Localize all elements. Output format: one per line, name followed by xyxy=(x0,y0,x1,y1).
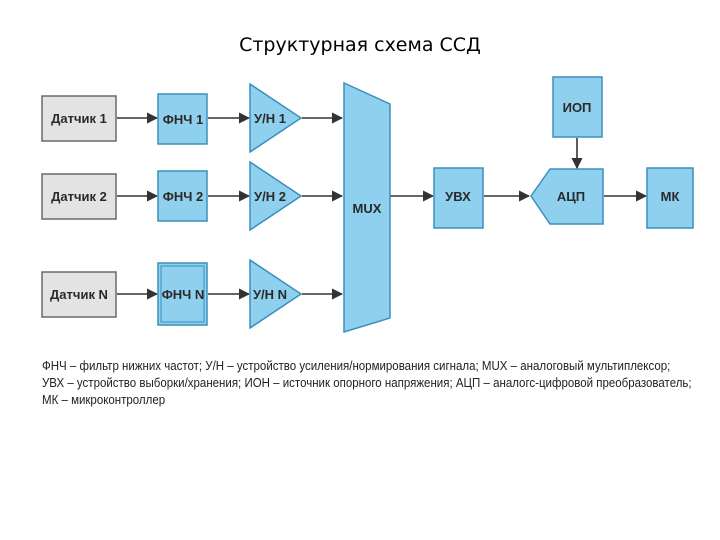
sensor-1-label: Датчик 1 xyxy=(51,111,107,126)
sample-hold-label: УВХ xyxy=(445,189,471,204)
legend-line-2: УВХ – устройство выборки/хранения; ИОН –… xyxy=(42,376,692,390)
sample-hold: УВХ xyxy=(433,167,484,229)
legend: ФНЧ – фильтр нижних частот; У/Н – устрой… xyxy=(42,358,692,409)
filter-1-label: ФНЧ 1 xyxy=(163,112,203,127)
filter-2-label: ФНЧ 2 xyxy=(163,189,203,204)
legend-line-1: ФНЧ – фильтр нижних частот; У/Н – устрой… xyxy=(42,359,671,373)
diagram-title: Структурная схема ССД xyxy=(239,34,481,56)
reference-source-label: ИОП xyxy=(563,100,592,115)
filter-n: ФНЧ N xyxy=(157,262,208,326)
multiplexer-label: MUX xyxy=(353,201,382,216)
sensor-n: Датчик N xyxy=(41,271,117,318)
reference-source: ИОП xyxy=(552,76,603,138)
amplifier-1: У/Н 1 xyxy=(249,82,303,154)
filter-2: ФНЧ 2 xyxy=(157,170,208,222)
sensor-n-label: Датчик N xyxy=(50,287,108,302)
filter-n-label: ФНЧ N xyxy=(162,287,205,302)
microcontroller-label: МК xyxy=(661,189,680,204)
amplifier-2: У/Н 2 xyxy=(249,160,303,232)
microcontroller: МК xyxy=(646,167,694,229)
sensor-2: Датчик 2 xyxy=(41,173,117,220)
connectors xyxy=(117,112,648,300)
amplifier-1-label: У/Н 1 xyxy=(254,111,286,126)
amplifier-2-label: У/Н 2 xyxy=(254,189,286,204)
amplifier-n: У/Н N xyxy=(249,258,303,330)
adc: АЦП xyxy=(530,168,604,225)
amplifier-n-label: У/Н N xyxy=(253,287,287,302)
adc-label: АЦП xyxy=(557,189,585,204)
legend-line-3: МК – микроконтроллер xyxy=(42,393,166,407)
sensor-2-label: Датчик 2 xyxy=(51,189,107,204)
filter-1: ФНЧ 1 xyxy=(157,93,208,145)
multiplexer: MUX xyxy=(343,81,391,334)
sensor-1: Датчик 1 xyxy=(41,95,117,142)
